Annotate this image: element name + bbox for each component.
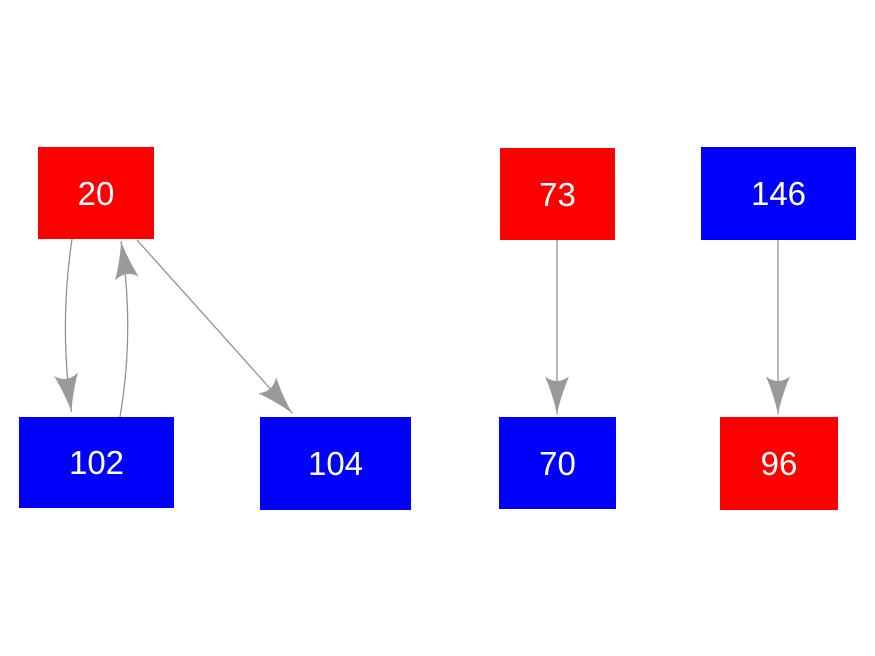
node-label: 20	[77, 174, 115, 212]
graph-node-20[interactable]: 20	[38, 147, 154, 239]
node-label: 96	[760, 445, 798, 482]
edge-20-to-102[interactable]	[54, 238, 78, 413]
edge-20-to-104[interactable]	[136, 239, 293, 414]
graph-node-73[interactable]: 73	[500, 148, 615, 240]
node-label: 73	[539, 175, 576, 213]
graph-node-96[interactable]: 96	[720, 417, 838, 510]
node-label: 102	[68, 444, 125, 481]
edge-102-to-20[interactable]	[115, 240, 139, 418]
graph-node-102[interactable]: 102	[19, 417, 174, 508]
graph-node-70[interactable]: 70	[499, 417, 616, 509]
graph-node-146[interactable]: 146	[701, 147, 856, 240]
graph-node-104[interactable]: 104	[260, 417, 411, 510]
edges-group	[54, 238, 790, 418]
node-label: 104	[307, 445, 364, 482]
node-label: 146	[750, 175, 807, 212]
node-label: 70	[539, 444, 576, 482]
